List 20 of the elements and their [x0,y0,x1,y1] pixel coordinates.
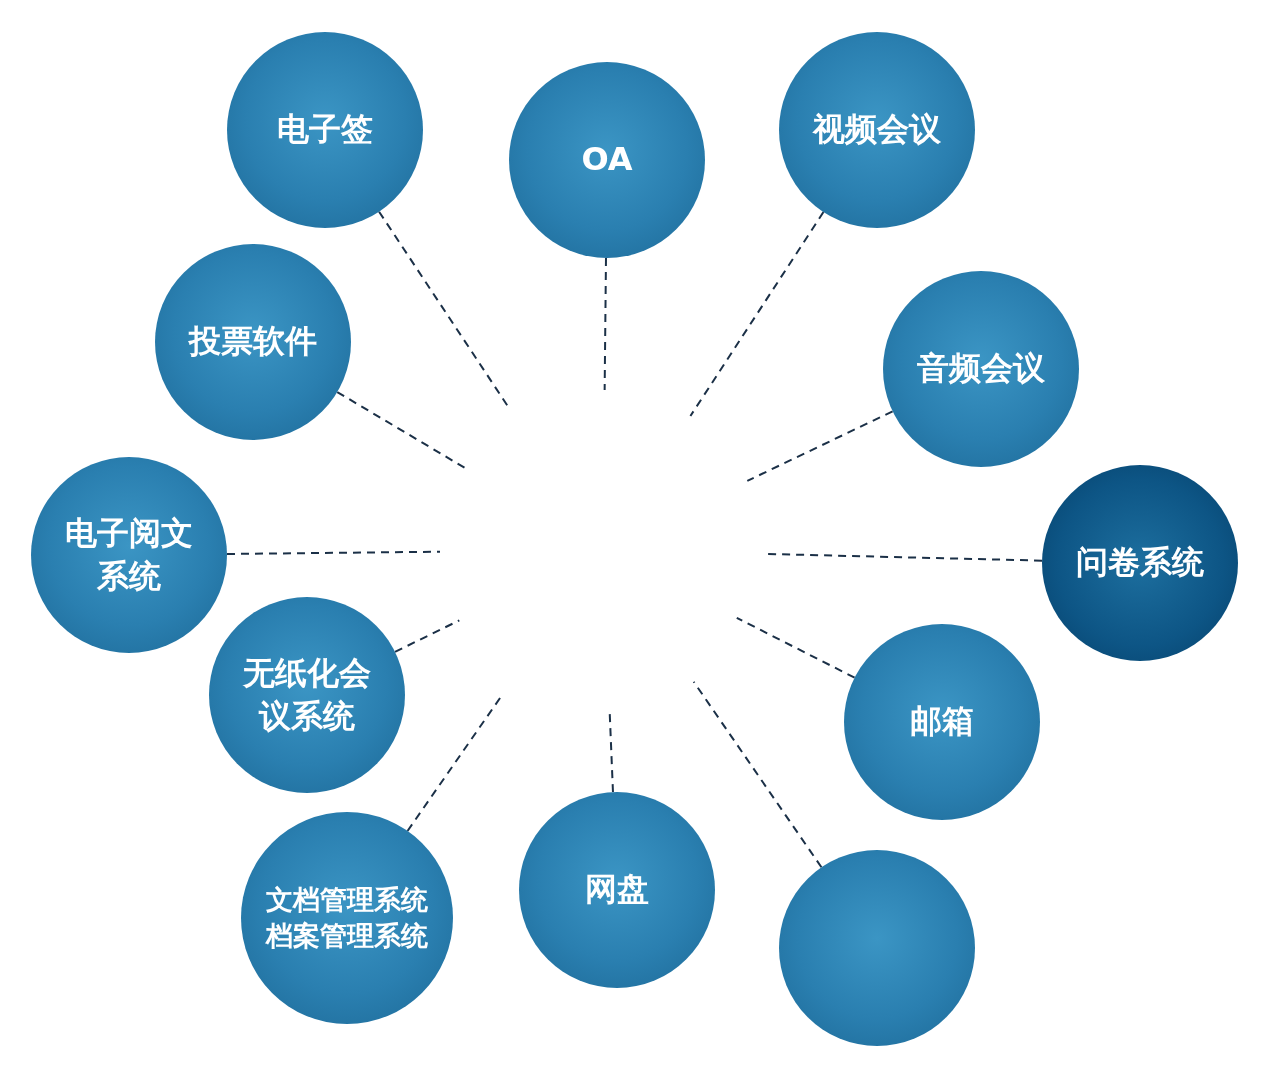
dashed-connector [336,391,467,470]
node-label: 文档管理系统 [266,882,428,917]
node-label: 电子阅文系统 [64,512,194,597]
dashed-connector [226,550,441,555]
dashed-connector [603,257,607,391]
node-label: 投票软件 [189,321,317,363]
node-label: 邮箱 [910,701,974,743]
dashed-connector [692,680,823,869]
node-label: 档案管理系统 [266,919,428,953]
dashed-connector [735,616,856,679]
node-label: 网盘 [585,869,649,911]
node-label: 问卷系统 [1076,542,1204,584]
node-label: 音频会议 [917,348,1045,390]
dashed-connector [746,410,894,482]
node-label: 视频会议 [813,109,941,151]
node-label: OA [581,139,633,181]
dashed-connector [394,619,461,653]
node-label: 无纸化会议系统 [242,652,372,737]
dashed-connector [689,211,825,417]
node-label: 电子签 [277,109,373,151]
